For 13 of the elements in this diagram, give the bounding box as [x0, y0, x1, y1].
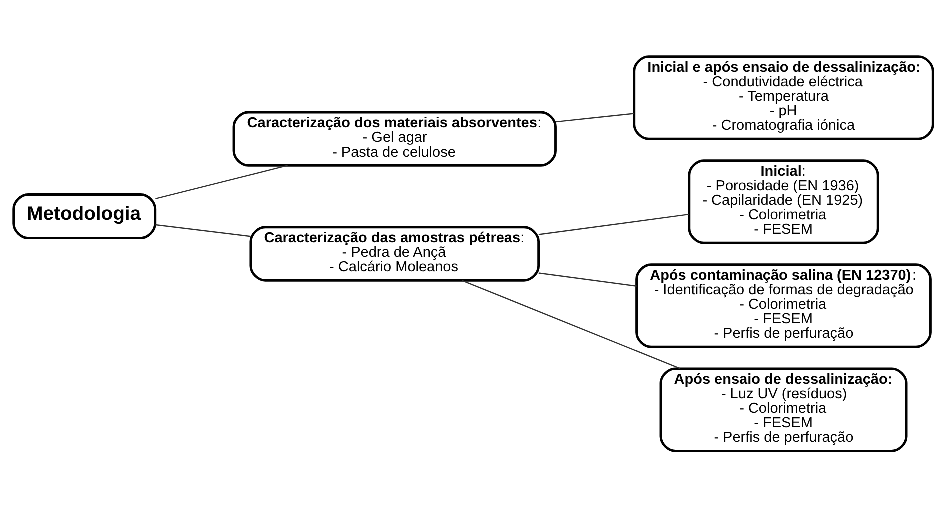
node-box: Após ensaio de dessalinização: - Luz UV (resíduos) - Colorimetria - FESEM - Perfis de perfuração	[660, 367, 908, 452]
node-box: Metodologia	[12, 193, 157, 239]
node-box: Caracterização dos materiais absorventes: - Gel agar - Pasta de celulose	[232, 110, 557, 166]
node-box: Inicial: - Porosidade (EN 1936) - Capilaridade (EN 1925) - Colorimetria - FESEM	[688, 159, 880, 244]
connector	[556, 112, 634, 122]
node-box: Após contaminação salina (EN 12370): - Identificação de formas de degradação - Colorimetria - FESEM - Perfis de perfuração	[636, 263, 932, 348]
node-box: Inicial e após ensaio de dessalinização: - Condutividade eléctrica - Temperatura - pH - Cromatografia iónica	[633, 55, 934, 140]
connector	[538, 213, 690, 235]
connector	[156, 224, 251, 237]
connector	[538, 272, 637, 286]
connector	[156, 164, 288, 200]
node-box: Caracterização das amostras pétreas: - Pedra de Ançã - Calcário Moleanos	[250, 226, 540, 282]
connector	[462, 280, 681, 369]
